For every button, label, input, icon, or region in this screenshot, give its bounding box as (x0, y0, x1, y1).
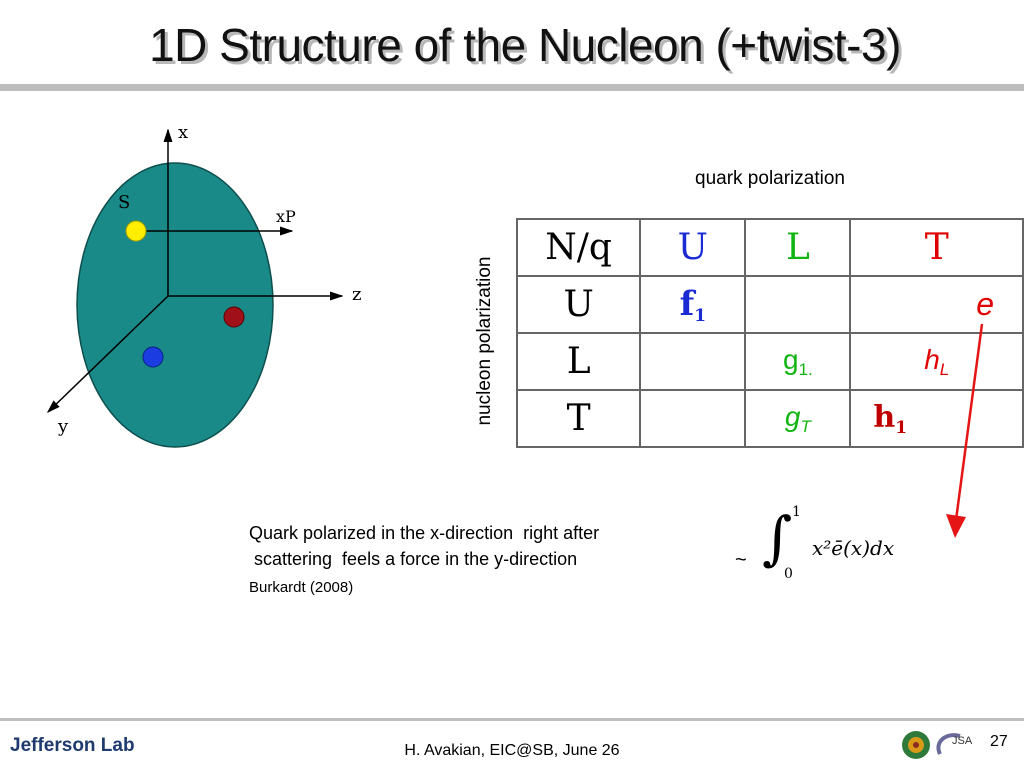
cell-tu (639, 389, 747, 448)
f1-subscript: 1 (694, 305, 707, 326)
gt-subscript: T (800, 416, 811, 436)
cell-gt: gT (744, 389, 852, 448)
row-header-l: L (515, 332, 642, 391)
y-axis (46, 295, 169, 414)
cell-g1: g1. (744, 332, 852, 391)
e-symbol: e (976, 286, 994, 322)
nucleon-diagram: x z y xP S (46, 122, 361, 448)
hl-symbol: h (924, 343, 940, 375)
cell-e: e (849, 275, 1024, 334)
h1-symbol: h (873, 399, 896, 435)
col-header-u: U (639, 218, 747, 277)
g1-symbol: g (783, 343, 799, 375)
gt-symbol: g (784, 400, 801, 432)
red-quark-dot (223, 306, 245, 328)
tilde-symbol: ~ (735, 549, 747, 571)
momentum-label: xP (276, 207, 296, 226)
f1-symbol: f (679, 283, 695, 324)
title-divider (0, 84, 1024, 91)
row-header-t: T (515, 389, 642, 448)
quark-force-text: Quark polarized in the x-direction right… (249, 520, 599, 572)
quote-line-1: Quark polarized in the x-direction right… (249, 523, 600, 543)
page-title: 1D Structure of the Nucleon (+twist-3) (149, 19, 901, 71)
tmd-table: N/q U L T U f1 e L g1. hL T gT h1 (515, 218, 1024, 448)
g1-subscript: 1. (798, 359, 813, 379)
hl-subscript: L (939, 359, 950, 379)
red-arrow (946, 323, 984, 538)
z-axis-label: z (352, 284, 361, 305)
row-header-u: U (515, 275, 642, 334)
footer-text: H. Avakian, EIC@SB, June 26 (404, 742, 620, 759)
jsa-logo-icon: JSA (902, 731, 973, 759)
integral-lower-limit: 0 (784, 566, 793, 582)
col-header-t: T (849, 218, 1024, 277)
integral-sign: ∫ (762, 504, 793, 572)
integral-upper-limit: 1 (792, 504, 801, 520)
integrand: x²ē(x)dx (812, 536, 895, 560)
cell-hl: hL (849, 332, 1024, 391)
page-number: 27 (990, 733, 1008, 750)
h1-subscript: 1 (895, 417, 908, 438)
quark-polarization-label: quark polarization (695, 168, 845, 189)
svg-text:JSA: JSA (952, 735, 973, 747)
cell-f1: f1 (639, 275, 747, 334)
spin-label: S (118, 192, 130, 213)
jefferson-lab-logo: Jefferson Lab (10, 735, 135, 756)
citation: Burkardt (2008) (249, 579, 354, 596)
cell-lu (639, 332, 747, 391)
x-axis-label: x (178, 122, 188, 143)
col-header-l: L (744, 218, 852, 277)
nucleon-polarization-label: nucleon polarization (474, 256, 495, 426)
footer-divider (0, 718, 1024, 721)
y-axis-label: y (57, 416, 69, 437)
nucleon-sphere (76, 162, 274, 448)
corner-header: N/q (515, 218, 642, 277)
spin-quark-dot (125, 220, 147, 242)
cell-h1: h1 (849, 389, 1024, 448)
cell-ul (744, 275, 852, 334)
blue-quark-dot (142, 346, 164, 368)
quote-line-2: scattering feels a force in the y-direct… (249, 549, 578, 569)
